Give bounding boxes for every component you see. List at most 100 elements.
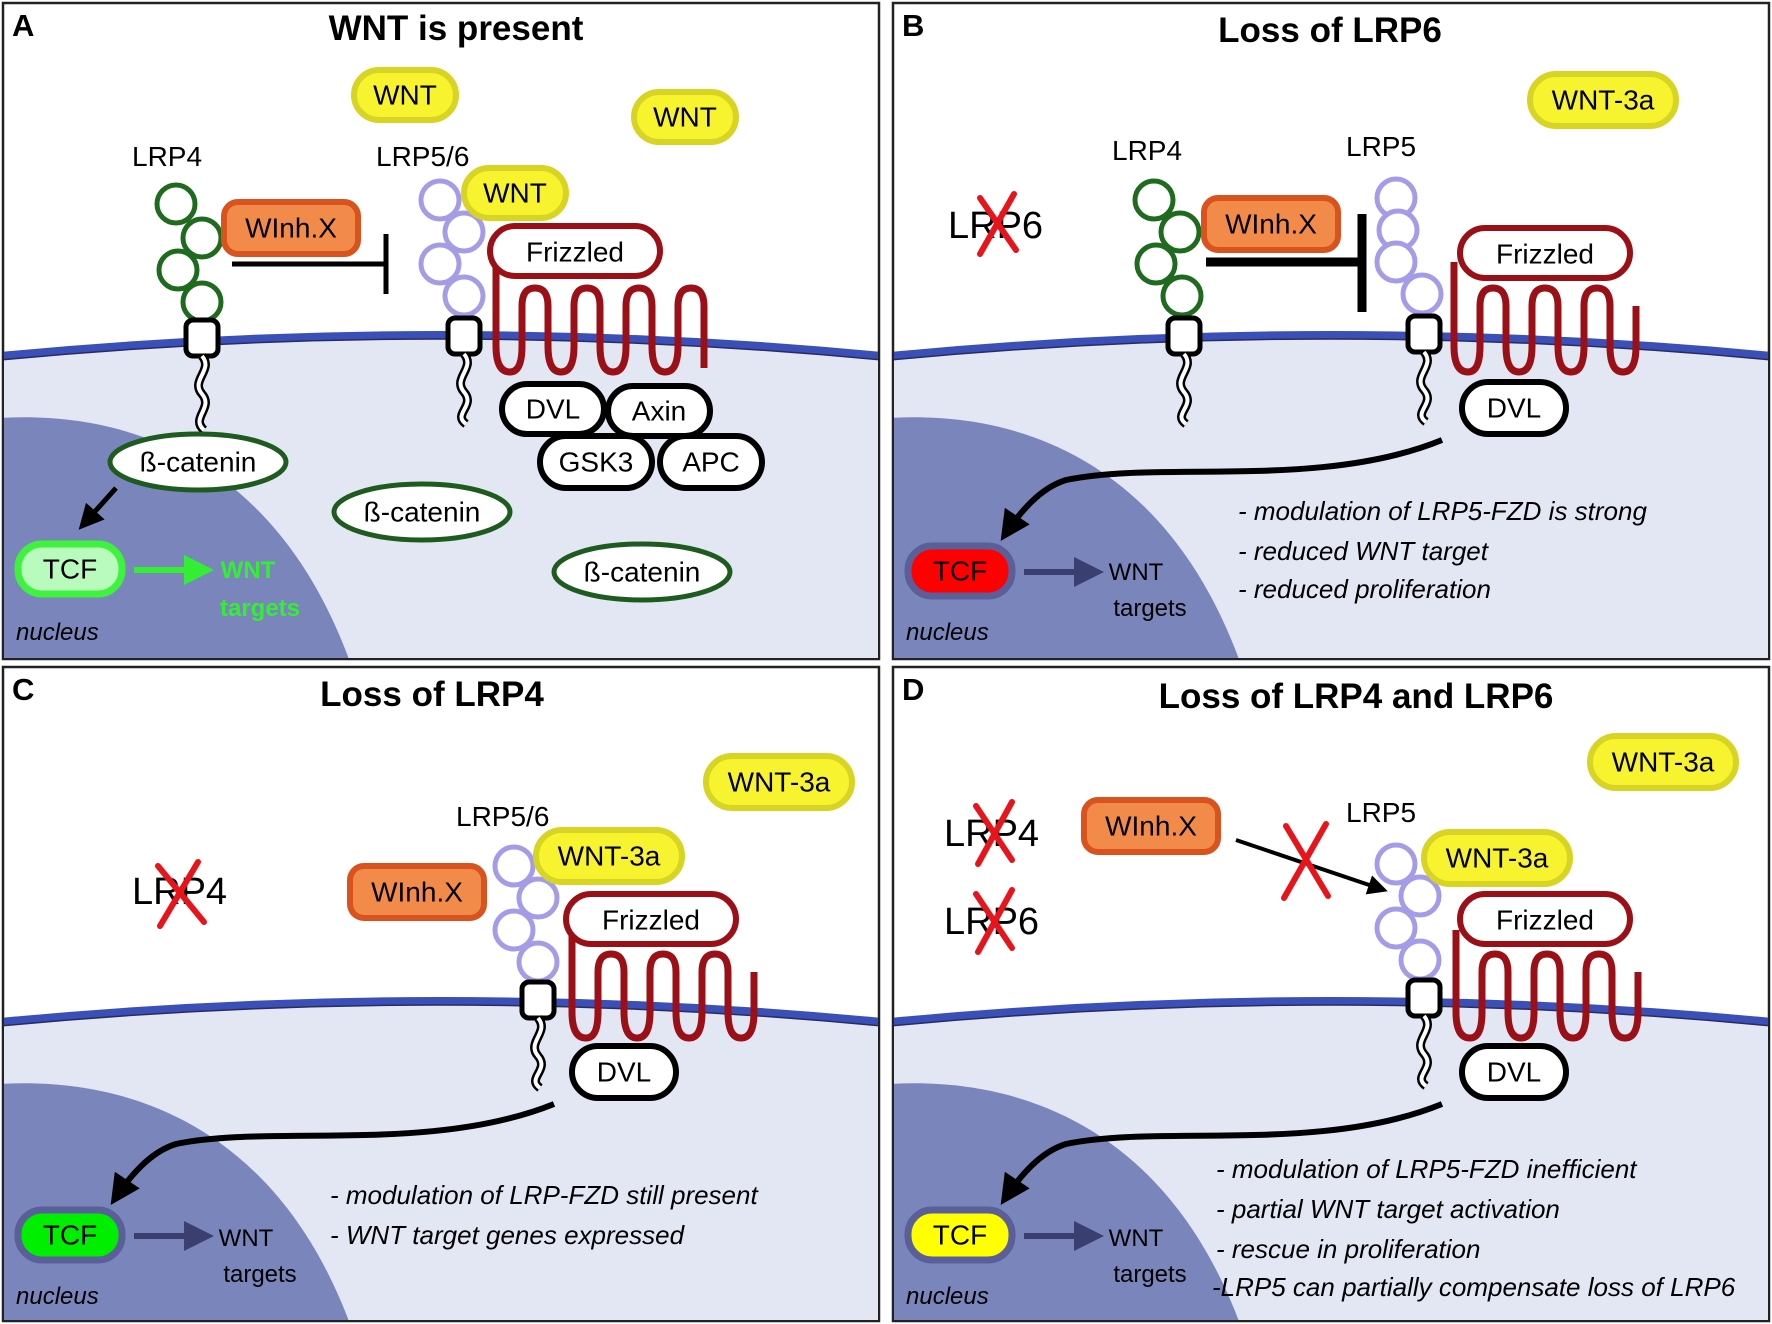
deletion-cross-icon [973, 887, 1015, 955]
wnt-ligand: WNT [631, 89, 739, 145]
lrp5-receptor [1374, 176, 1444, 316]
svg-text:WInh.X: WInh.X [245, 213, 337, 244]
lrp5-transmembrane [1405, 313, 1443, 426]
dvl-protein: DVL [1459, 379, 1569, 437]
panel-a: A WNT is present WNT WNT LRP4 WInh.X [1, 1, 881, 661]
note-line: - partial WNT target activation [1216, 1194, 1560, 1224]
wnt-targets-label: WNT [1109, 1225, 1164, 1252]
lrp56-receptor [418, 178, 486, 318]
tcf-factor: TCF [14, 540, 126, 598]
svg-text:WNT-3a: WNT-3a [558, 841, 661, 872]
wnt-ligand: WNT [461, 165, 569, 221]
svg-text:ß-catenin: ß-catenin [584, 557, 701, 588]
note-line: - modulation of LRP5-FZD is strong [1238, 496, 1647, 526]
lrp56-label: LRP5/6 [376, 141, 469, 172]
beta-catenin: ß-catenin [331, 481, 513, 543]
tcf-factor: TCF [904, 542, 1016, 600]
panel-title: WNT is present [329, 9, 584, 48]
svg-text:WNT: WNT [483, 178, 547, 209]
cell-membrane-inner [4, 338, 878, 361]
panel-letter: D [902, 672, 924, 707]
winhx-inhibitor: WInh.X [1201, 195, 1341, 253]
lrp4-transmembrane [183, 317, 221, 434]
nucleus-label: nucleus [16, 619, 99, 646]
axin-protein: Axin [605, 383, 713, 439]
wnt-targets-label: targets [1113, 1261, 1186, 1288]
svg-text:WNT-3a: WNT-3a [728, 767, 831, 798]
signal-arrow [1000, 1101, 1444, 1205]
panel-d: D Loss of LRP4 and LRP6 WNT-3a LRP4 LRP6… [891, 665, 1771, 1323]
wnt3a-ligand: WNT-3a [703, 753, 855, 811]
lrp4-label: LRP4 [1112, 135, 1182, 166]
note-line: - rescue in proliferation [1216, 1234, 1480, 1264]
frizzled-receptor: Frizzled [1450, 225, 1640, 376]
lost-lrp4: LRP4 [132, 859, 227, 929]
signal-arrow [1000, 437, 1444, 541]
deletion-cross-icon [973, 799, 1015, 867]
lost-lrp6: LRP6 [944, 887, 1039, 955]
svg-text:DVL: DVL [597, 1057, 651, 1088]
lrp4-receptor [1132, 178, 1204, 318]
svg-text:ß-catenin: ß-catenin [140, 447, 257, 478]
winhx-inhibitor: WInh.X [1081, 797, 1221, 855]
svg-text:TCF: TCF [933, 1220, 987, 1251]
svg-text:GSK3: GSK3 [559, 447, 634, 478]
lrp56-transmembrane [445, 315, 483, 428]
wnt-targets-label: WNT [219, 1225, 274, 1252]
note-line: - modulation of LRP-FZD still present [330, 1180, 759, 1210]
lrp4-transmembrane [1165, 315, 1203, 428]
wnt3a-ligand: WNT-3a [1527, 71, 1679, 129]
dvl-protein: DVL [569, 1043, 679, 1101]
svg-text:Axin: Axin [632, 396, 686, 427]
svg-text:WInh.X: WInh.X [1105, 811, 1197, 842]
svg-text:APC: APC [682, 447, 740, 478]
svg-text:Frizzled: Frizzled [526, 237, 624, 268]
wnt-targets-label: targets [1113, 595, 1186, 622]
panel-b: B Loss of LRP6 WNT-3a LRP6 LRP4 WInh.X [891, 1, 1771, 661]
panel-title: Loss of LRP4 [320, 675, 544, 714]
dvl-protein: DVL [499, 381, 607, 437]
lrp56-receptor [492, 844, 560, 984]
lost-lrp6: LRP6 [948, 191, 1043, 257]
wnt3a-ligand: WNT-3a [533, 827, 685, 885]
svg-text:TCF: TCF [43, 554, 97, 585]
svg-text:WNT: WNT [373, 80, 437, 111]
wnt-targets-label: targets [220, 595, 300, 622]
panel-title: Loss of LRP4 and LRP6 [1159, 677, 1554, 716]
lrp5-label: LRP5 [1346, 797, 1416, 828]
svg-text:TCF: TCF [933, 556, 987, 587]
tcf-factor: TCF [904, 1206, 1016, 1264]
svg-text:WNT-3a: WNT-3a [1552, 85, 1655, 116]
svg-text:Frizzled: Frizzled [1496, 239, 1594, 270]
gsk3-protein: GSK3 [537, 433, 655, 491]
svg-text:WInh.X: WInh.X [371, 877, 463, 908]
nucleus-label: nucleus [906, 619, 989, 646]
panel-title: Loss of LRP6 [1218, 11, 1442, 50]
wnt3a-ligand: WNT-3a [1587, 733, 1739, 791]
dvl-protein: DVL [1459, 1043, 1569, 1101]
lost-lrp4: LRP4 [944, 799, 1039, 867]
panel-letter: B [902, 8, 924, 43]
svg-text:DVL: DVL [1487, 393, 1541, 424]
panel-letter: C [12, 672, 34, 707]
deletion-cross-icon [155, 859, 207, 929]
svg-text:DVL: DVL [526, 394, 580, 425]
svg-text:ß-catenin: ß-catenin [364, 497, 481, 528]
lrp5-receptor [1374, 842, 1442, 982]
wnt-targets-label: WNT [1109, 559, 1164, 586]
svg-text:WInh.X: WInh.X [1225, 209, 1317, 240]
wnt-targets-label: targets [223, 1261, 296, 1288]
winhx-inhibitor: WInh.X [221, 199, 361, 257]
deletion-cross-icon [977, 191, 1019, 257]
cell-membrane [894, 331, 1768, 360]
frizzled-receptor: Frizzled [1452, 891, 1642, 1042]
nucleus [4, 417, 349, 658]
frizzled-receptor: Frizzled [487, 223, 708, 376]
note-line: - WNT target genes expressed [330, 1220, 686, 1250]
translocation-arrow [78, 486, 118, 530]
deletion-cross-icon [1281, 821, 1331, 901]
winhx-inhibitor: WInh.X [347, 863, 487, 921]
cell-membrane [894, 997, 1768, 1026]
note-line: - modulation of LRP5-FZD inefficient [1216, 1154, 1638, 1184]
